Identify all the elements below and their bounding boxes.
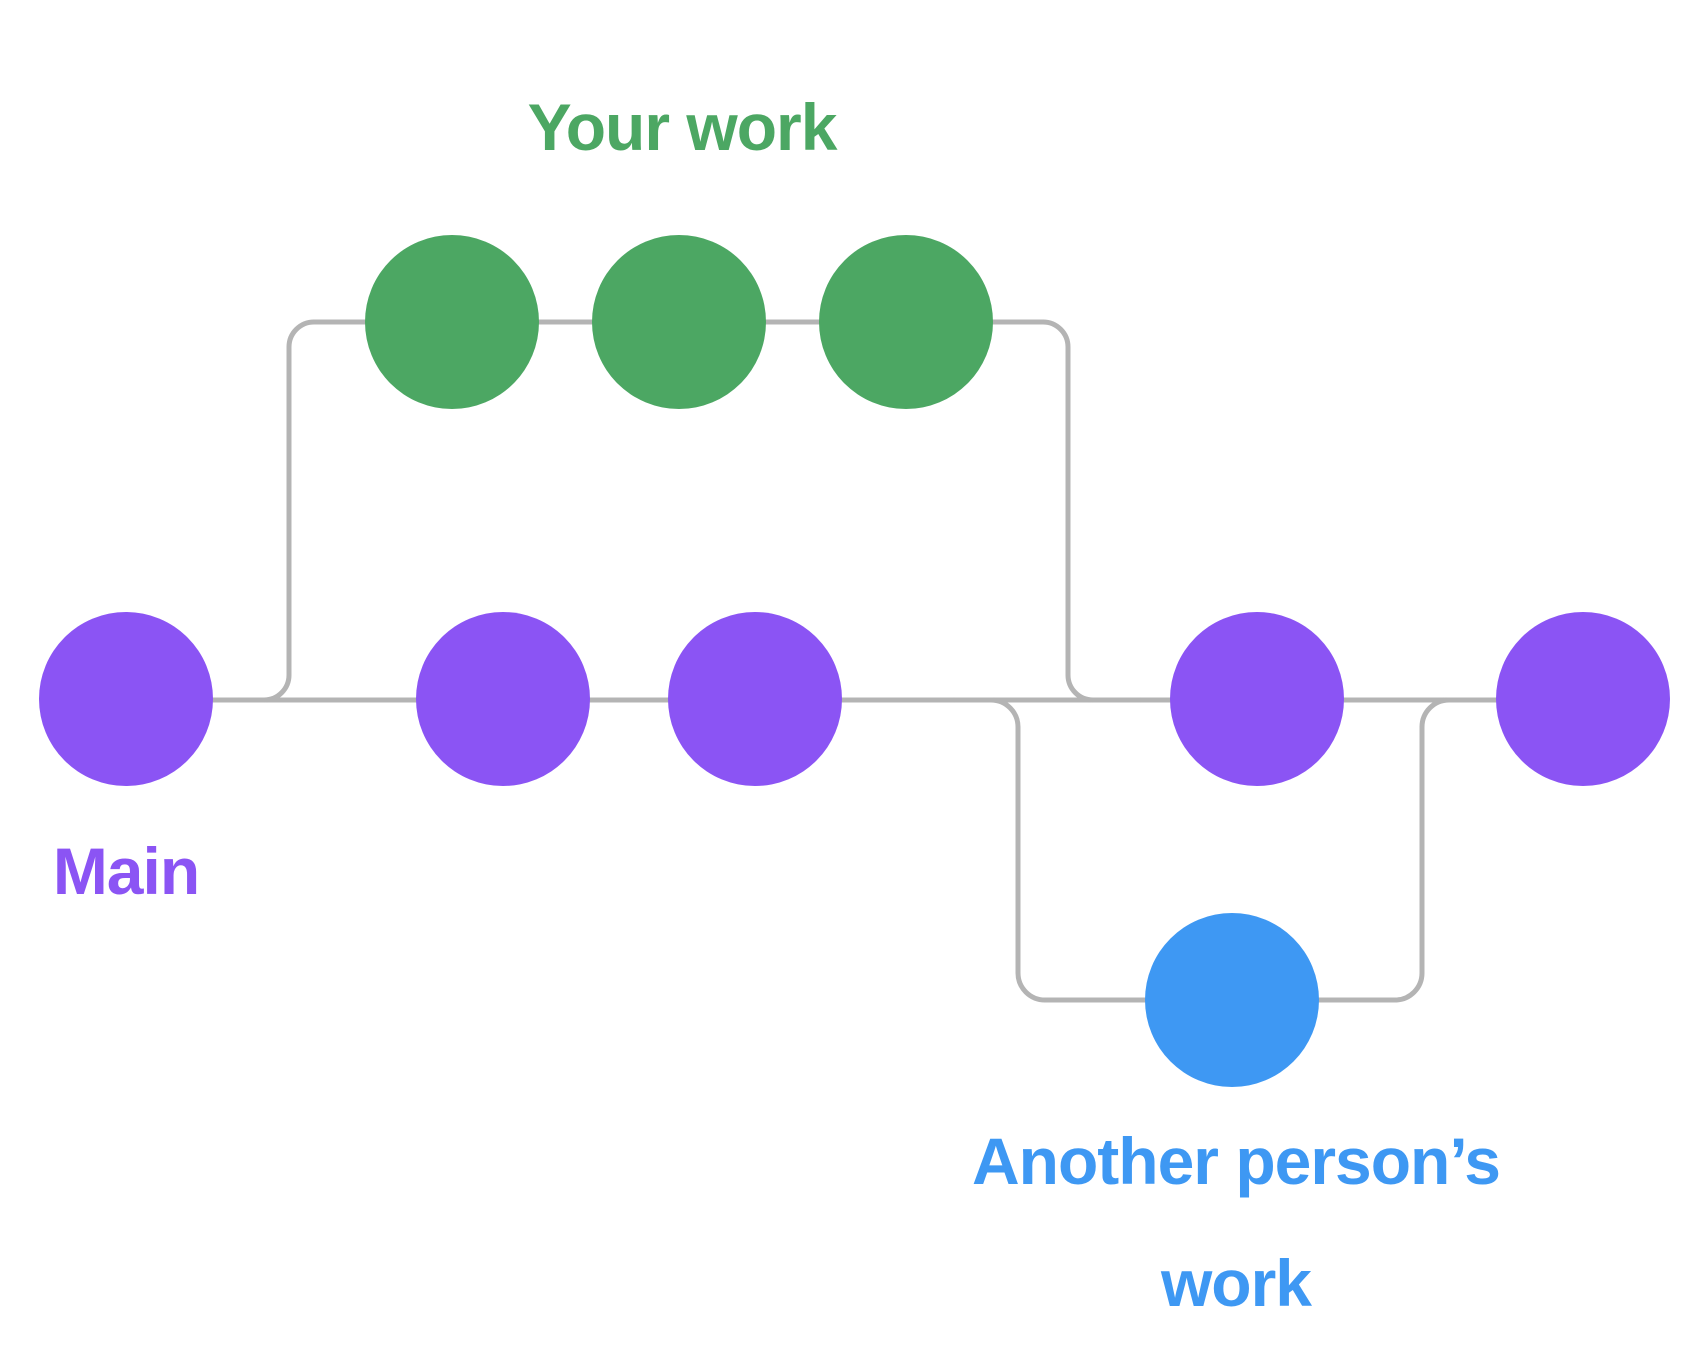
your-work-branch-label: Your work (527, 90, 838, 164)
commit-node-your-work-2 (592, 235, 766, 409)
another-person-branch-label: Another person’s work (972, 1124, 1501, 1321)
main-branch-label: Main (52, 834, 200, 908)
commit-node-your-work-1 (365, 235, 539, 409)
commit-node-main-1 (39, 612, 213, 786)
commit-node-your-work-3 (819, 235, 993, 409)
commit-node-main-3 (668, 612, 842, 786)
commit-node-another-person-1 (1145, 913, 1319, 1087)
commit-node-main-4 (1170, 612, 1344, 786)
commit-node-main-2 (416, 612, 590, 786)
commit-node-main-5 (1496, 612, 1670, 786)
